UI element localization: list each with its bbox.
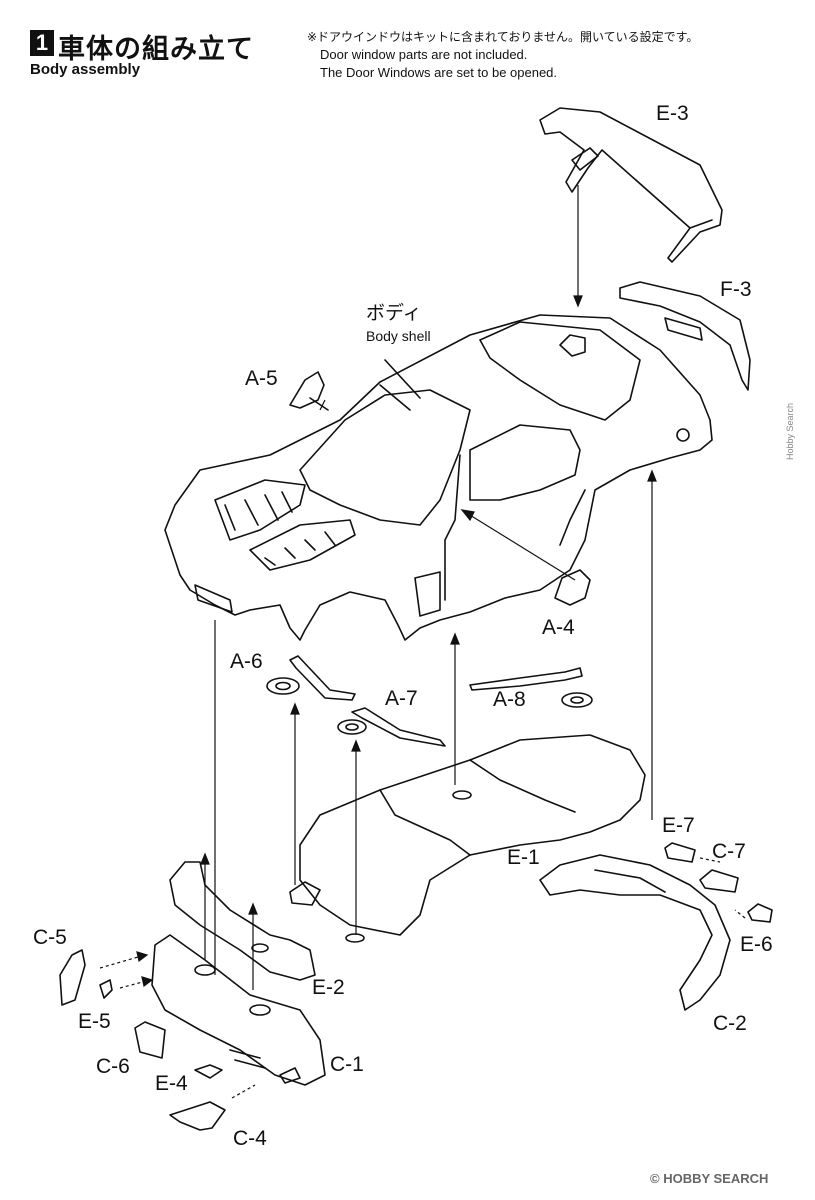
part-label-c7: C-7 bbox=[712, 840, 746, 863]
part-e5 bbox=[99, 979, 113, 999]
part-label-a4: A-4 bbox=[542, 616, 575, 639]
part-label-c5: C-5 bbox=[33, 926, 67, 949]
part-label-c4: C-4 bbox=[233, 1127, 267, 1150]
part-label-a7: A-7 bbox=[385, 687, 418, 710]
side-part-c2 bbox=[539, 854, 731, 1011]
body-shell-label-jp: ボディ bbox=[366, 302, 422, 324]
step-title-en: Body assembly bbox=[30, 61, 141, 78]
chassis-e1 bbox=[289, 734, 646, 943]
part-label-e5: E-5 bbox=[78, 1010, 111, 1033]
part-label-e1: E-1 bbox=[507, 846, 540, 869]
part-small-right bbox=[279, 1067, 301, 1084]
part-label-e2: E-2 bbox=[312, 976, 345, 999]
note-en-1: Door window parts are not included. bbox=[320, 47, 528, 62]
hobby-search-watermark: © HOBBY SEARCH bbox=[650, 1171, 769, 1186]
front-bumper-e2 bbox=[169, 861, 316, 981]
part-label-a8: A-8 bbox=[493, 688, 526, 711]
notes-block: ※ドアウインドウはキットに含まれておりません。開いている設定です。 Door w… bbox=[307, 28, 698, 82]
part-label-a5: A-5 bbox=[245, 367, 278, 390]
part-c6 bbox=[134, 1021, 166, 1059]
step-number-badge: 1 bbox=[30, 30, 54, 56]
mirror-a4 bbox=[554, 569, 591, 606]
part-e4 bbox=[194, 1064, 223, 1079]
note-jp: ※ドアウインドウはキットに含まれておりません。開いている設定です。 bbox=[307, 30, 699, 44]
rear-wing-e3 bbox=[539, 107, 723, 263]
part-label-a6: A-6 bbox=[230, 650, 263, 673]
note-en-2: The Door Windows are set to be opened. bbox=[320, 65, 558, 80]
part-a7 bbox=[337, 707, 446, 747]
side-watermark: Hobby Search bbox=[785, 402, 795, 460]
part-label-c2: C-2 bbox=[713, 1012, 747, 1035]
part-label-c6: C-6 bbox=[96, 1055, 130, 1078]
step-title-jp: 車体の組み立て bbox=[58, 34, 254, 65]
part-e6 bbox=[747, 903, 773, 923]
part-label-e4: E-4 bbox=[155, 1072, 188, 1095]
part-label-e3: E-3 bbox=[656, 102, 689, 125]
mirror-a5 bbox=[289, 371, 329, 411]
part-label-f3: F-3 bbox=[720, 278, 752, 301]
part-e7 bbox=[664, 842, 696, 863]
part-label-c1: C-1 bbox=[330, 1053, 364, 1076]
rear-spoiler-f3 bbox=[619, 281, 751, 391]
body-shell-label-en: Body shell bbox=[366, 328, 431, 344]
body-shell-drawing bbox=[164, 314, 713, 641]
part-c7 bbox=[699, 869, 739, 893]
part-a6 bbox=[266, 655, 356, 701]
part-label-e6: E-6 bbox=[740, 933, 773, 956]
part-c5 bbox=[59, 949, 86, 1006]
part-label-e7: E-7 bbox=[662, 814, 695, 837]
part-a8 bbox=[469, 667, 593, 708]
part-c4 bbox=[169, 1101, 226, 1131]
bumper-c1 bbox=[151, 934, 326, 1086]
